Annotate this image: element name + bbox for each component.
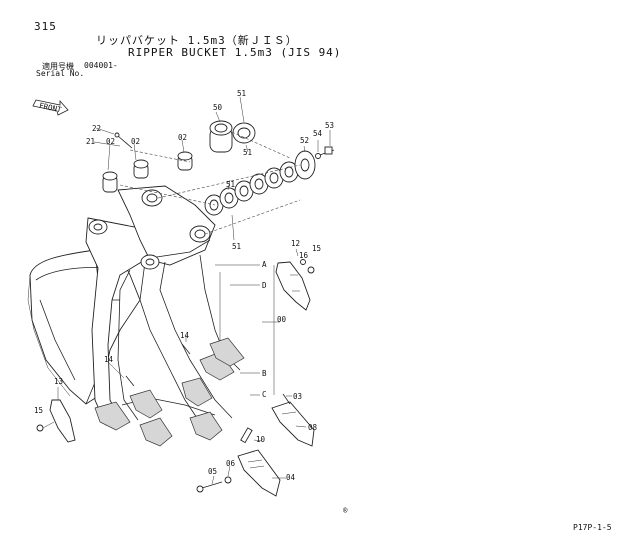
- side-cutter-right: [275, 259, 315, 311]
- serial-label: Serial No.: [36, 69, 85, 78]
- retainer-plate: [294, 146, 335, 180]
- bucket-side-plates: [85, 185, 241, 431]
- tooth-point-08: [271, 401, 315, 447]
- callout: 00: [277, 315, 287, 324]
- section-letter: B: [262, 369, 267, 378]
- callout: 14: [104, 355, 114, 364]
- callout: 15: [312, 244, 321, 253]
- section-letter: A: [262, 260, 267, 269]
- callout: 51: [243, 148, 252, 157]
- title-english: RIPPER BUCKET 1.5m3 (JIS 94): [128, 46, 342, 59]
- callout: 14: [180, 331, 190, 340]
- centre-lines: [119, 149, 301, 235]
- applicable-label: 適用号機: [42, 62, 74, 71]
- front-arrow-icon: FRONT: [32, 99, 69, 116]
- callout: 12: [291, 239, 300, 248]
- page-number: 315: [34, 20, 57, 33]
- callout: 06: [226, 459, 236, 468]
- callout: 51: [232, 242, 241, 251]
- callout-labels: 00 02 02 02 03 04 05 06 08 10 12 13 14 1…: [34, 89, 348, 515]
- side-cutter-left: [36, 399, 76, 443]
- footer-code: P17P-1-5: [573, 523, 612, 532]
- callout: 52: [300, 136, 309, 145]
- callout: 54: [313, 129, 323, 138]
- bushings: [102, 151, 193, 193]
- bolts: [125, 343, 191, 387]
- shim-rings-top: [209, 120, 291, 159]
- grease-fitting: [93, 127, 133, 149]
- callout: 13: [54, 377, 63, 386]
- title-japanese: リッパバケット 1.5m3（新ＪＩＳ）: [96, 34, 298, 47]
- section-letter: C: [262, 390, 267, 399]
- callout: 10: [256, 435, 266, 444]
- callout: 50: [213, 103, 223, 112]
- serial-value: 004001-: [84, 61, 118, 70]
- tooth-adaptors: [94, 337, 245, 447]
- callout: 08: [308, 423, 318, 432]
- callout: 04: [286, 473, 296, 482]
- callout: 15: [34, 406, 43, 415]
- shim-rings-chain: [204, 161, 299, 216]
- retaining-pins: [196, 393, 291, 493]
- callout: 51: [237, 89, 246, 98]
- callout: 22: [92, 124, 101, 133]
- front-label: FRONT: [38, 101, 62, 115]
- callout: 02: [131, 137, 140, 146]
- callout: 53: [325, 121, 334, 130]
- leader-lines: [57, 96, 331, 485]
- callout: 05: [208, 467, 217, 476]
- callout: 16: [299, 251, 309, 260]
- tooth-point-04: [237, 449, 281, 497]
- callout: 02: [106, 137, 115, 146]
- callout: 02: [178, 133, 187, 142]
- registered-mark: ®: [343, 506, 348, 515]
- section-letter: D: [262, 281, 267, 290]
- callout: 03: [293, 392, 302, 401]
- callout: 51: [226, 180, 235, 189]
- callout: 21: [86, 137, 95, 146]
